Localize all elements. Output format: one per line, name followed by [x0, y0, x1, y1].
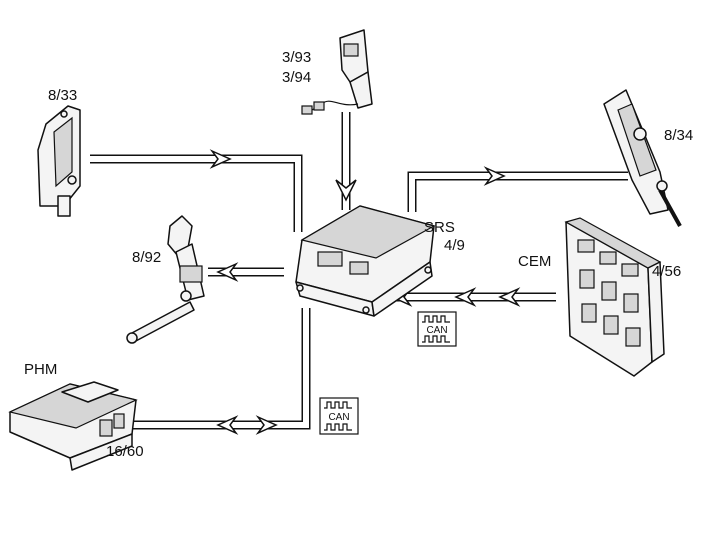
belt-tensioner-left	[37, 105, 81, 217]
label-srs-name: SRS	[424, 219, 455, 236]
label-cem-ref: 4/56	[652, 263, 681, 280]
can-badge-cem: CAN	[417, 311, 457, 347]
arrow-can-srs-cem	[390, 287, 556, 307]
can-badge-phm: CAN	[319, 397, 359, 435]
srs-module	[295, 205, 436, 317]
label-buckle-top-ref-1: 3/93	[282, 49, 311, 66]
seat-belt-buckle-front	[126, 215, 205, 344]
label-belt-left-ref: 8/33	[48, 87, 77, 104]
label-srs-ref: 4/9	[444, 237, 465, 254]
label-buckle-front-ref: 8/92	[132, 249, 161, 266]
label-phm-ref: 16/60	[106, 443, 144, 460]
label-belt-right-ref: 8/34	[664, 127, 693, 144]
label-phm-name: PHM	[24, 361, 57, 378]
label-buckle-top-ref-2: 3/94	[282, 69, 311, 86]
cem-module	[564, 217, 665, 377]
arrow-can-srs-phm	[122, 308, 311, 435]
can-label-phm: CAN	[328, 412, 349, 423]
label-cem-name: CEM	[518, 253, 551, 270]
arrow-buckle-top-to-srs	[335, 112, 357, 210]
belt-tensioner-right	[603, 89, 682, 227]
seat-belt-buckle-top	[301, 29, 373, 115]
can-label-cem: CAN	[426, 325, 447, 336]
arrow-srs-to-belt-right	[407, 166, 628, 212]
phm-module	[8, 381, 138, 471]
arrow-belt-left-to-srs	[90, 149, 303, 232]
arrow-srs-to-buckle-front	[208, 262, 284, 282]
